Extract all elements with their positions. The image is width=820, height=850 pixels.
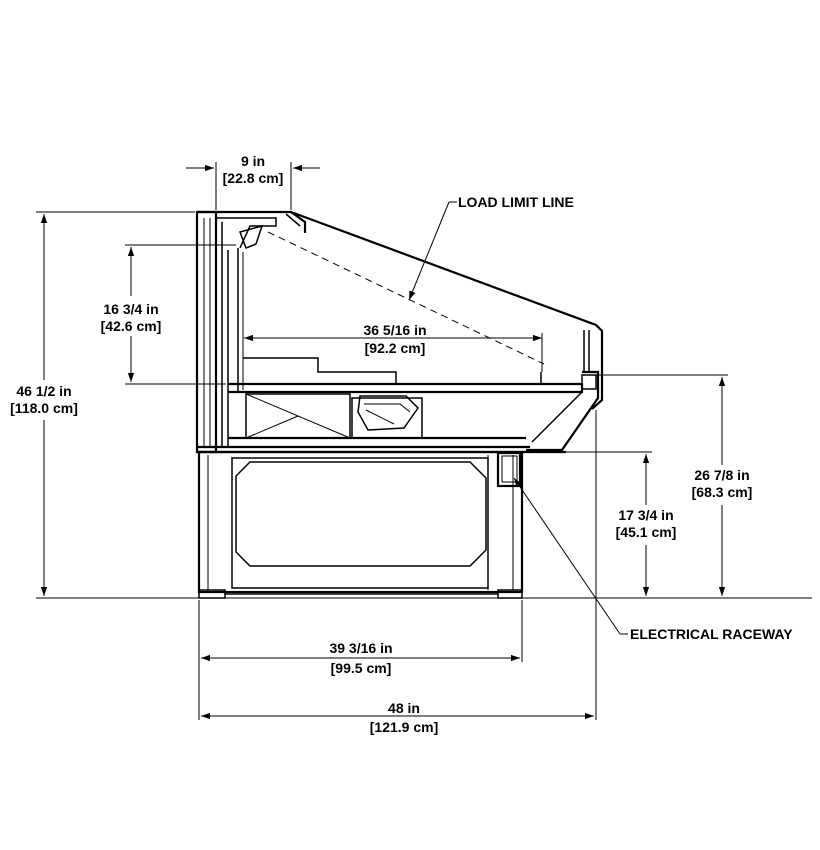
dim-base-height-metric: [45.1 cm]: [616, 524, 677, 540]
dim-overall-width-imperial: 48 in: [388, 700, 420, 716]
dim-display-depth-imperial: 36 5/16 in: [363, 322, 426, 338]
load-limit-line: [267, 231, 545, 365]
dimension-top-width: 9 in [22.8 cm]: [186, 153, 320, 210]
case-outline: [195, 210, 604, 599]
dim-base-width-imperial: 39 3/16 in: [329, 640, 392, 656]
dimension-shelf-height: 16 3/4 in [42.6 cm]: [101, 244, 236, 385]
front-glass: [290, 210, 604, 410]
base-cabinet: [197, 450, 524, 594]
dim-base-height-imperial: 17 3/4 in: [618, 507, 673, 523]
kick-panel: [235, 461, 487, 567]
dim-base-width-metric: [99.5 cm]: [331, 660, 392, 676]
upper-shelf: [243, 357, 397, 384]
load-limit-label: LOAD LIMIT LINE: [458, 194, 574, 210]
rear-wall: [195, 210, 218, 454]
dim-top-width-imperial: 9 in: [241, 153, 265, 169]
dimension-display-depth: 36 5/16 in [92.2 cm]: [244, 322, 543, 372]
dim-overall-height-imperial: 46 1/2 in: [16, 383, 71, 399]
dim-front-height-metric: [68.3 cm]: [692, 484, 753, 500]
dimension-overall-height: 46 1/2 in [118.0 cm]: [10, 211, 812, 599]
dimension-base-width: 39 3/16 in [99.5 cm]: [198, 600, 523, 720]
fan: [357, 395, 419, 431]
display-deck: [228, 382, 584, 394]
raceway-label: ELECTRICAL RACEWAY: [630, 626, 793, 642]
dim-shelf-height-imperial: 16 3/4 in: [103, 301, 158, 317]
dim-shelf-height-metric: [42.6 cm]: [101, 318, 162, 334]
canopy: [197, 210, 307, 233]
dim-front-height-imperial: 26 7/8 in: [694, 467, 749, 483]
dimension-front-height: 26 7/8 in [68.3 cm]: [598, 374, 753, 596]
dim-overall-height-metric: [118.0 cm]: [10, 400, 78, 416]
electrical-raceway: [496, 451, 522, 488]
dimension-overall-width: 48 in [121.9 cm]: [201, 410, 597, 735]
dimension-base-height: 17 3/4 in [45.1 cm]: [526, 451, 677, 596]
dim-top-width-metric: [22.8 cm]: [223, 170, 284, 186]
dim-overall-width-metric: [121.9 cm]: [370, 719, 438, 735]
dim-display-depth-metric: [92.2 cm]: [365, 340, 426, 356]
callout-raceway: ELECTRICAL RACEWAY: [513, 477, 793, 642]
light-fixture: [239, 224, 264, 249]
callout-load-limit: LOAD LIMIT LINE: [408, 194, 574, 301]
